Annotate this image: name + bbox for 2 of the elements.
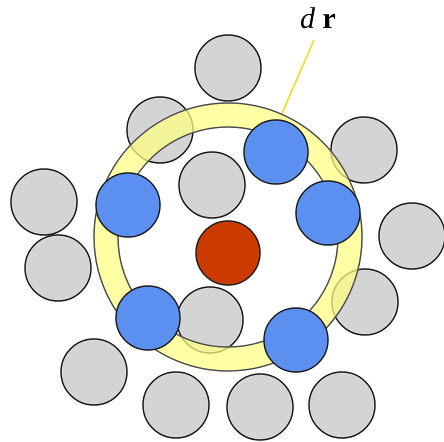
shell-width-label: d r xyxy=(300,2,336,35)
leader-line xyxy=(280,40,315,114)
